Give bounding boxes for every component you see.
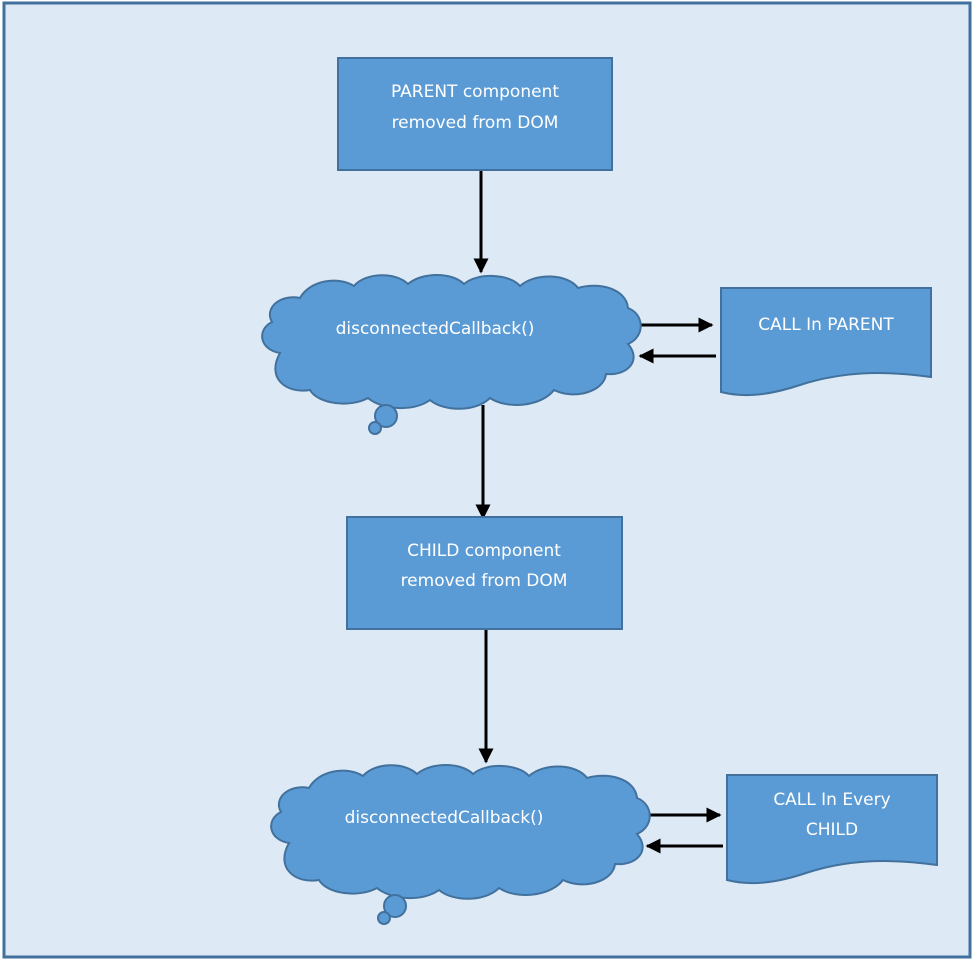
parent-callback-cloud: disconnectedCallback() xyxy=(261,274,642,435)
child-box-line-2: removed from DOM xyxy=(401,571,568,591)
child-callback-cloud: disconnectedCallback() xyxy=(270,764,651,925)
parent-box-line-1: PARENT component xyxy=(391,82,559,102)
child-doc-line-2: CHILD xyxy=(806,820,858,840)
parent-box-line-2: removed from DOM xyxy=(392,113,559,133)
child-process-box: CHILD component removed from DOM xyxy=(346,516,623,630)
child-doc-line-1: CALL In Every xyxy=(773,790,890,810)
parent-process-box: PARENT component removed from DOM xyxy=(337,57,613,171)
child-call-document: CALL In Every CHILD xyxy=(726,774,938,885)
child-box-line-1: CHILD component xyxy=(407,541,561,561)
child-cloud-label: disconnectedCallback() xyxy=(345,808,544,828)
parent-doc-line-1: CALL In PARENT xyxy=(758,315,894,335)
parent-cloud-label: disconnectedCallback() xyxy=(336,319,535,339)
parent-call-document: CALL In PARENT xyxy=(720,287,932,397)
